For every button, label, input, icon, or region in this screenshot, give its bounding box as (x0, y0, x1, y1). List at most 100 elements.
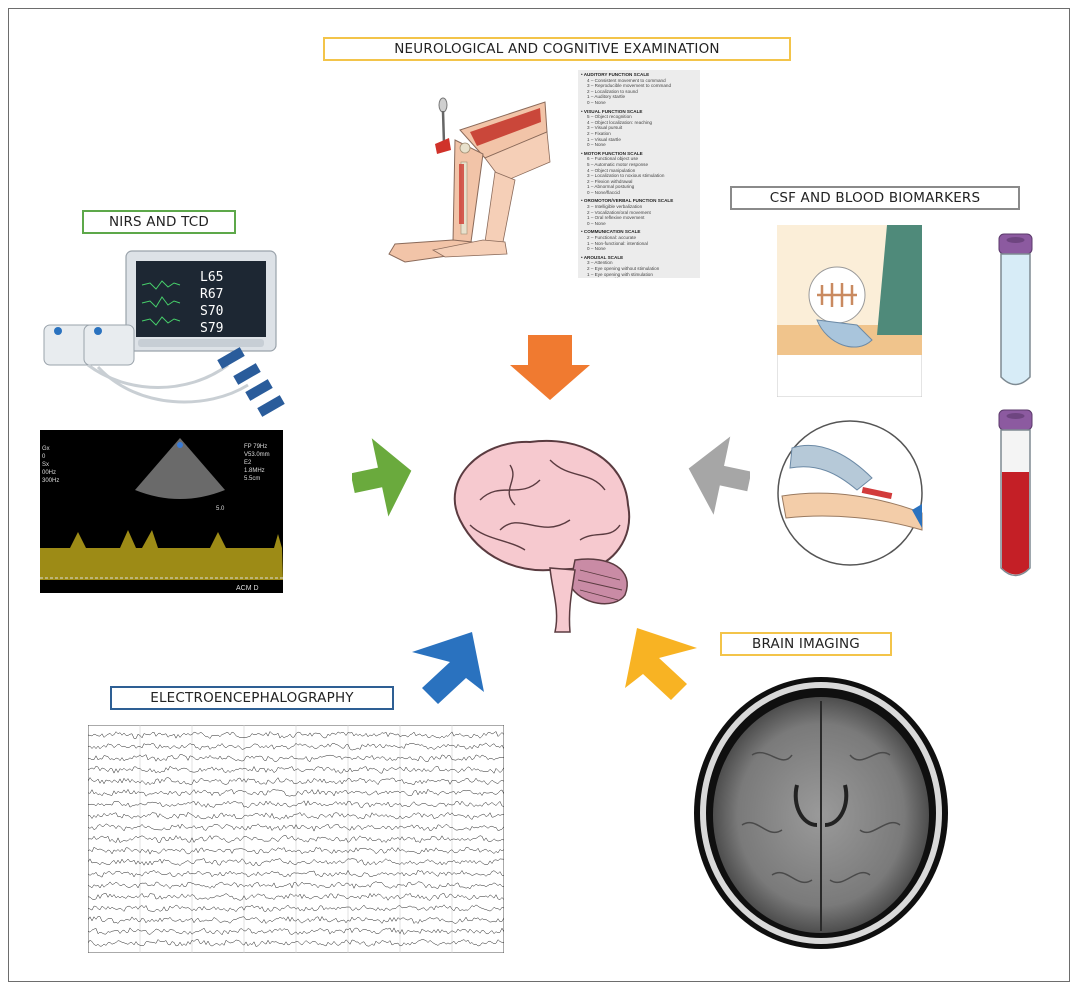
csf-tube-body (1000, 253, 1031, 386)
tcd-readout-0: FP 79Hz (244, 444, 267, 450)
monitor-screen (136, 261, 266, 337)
blood-test-tube (998, 409, 1033, 577)
second-shin (484, 171, 516, 243)
eeg-channel-trace (88, 858, 504, 867)
eeg-channel-trace (88, 869, 504, 878)
monitor-readout-s2: S79 (200, 321, 223, 336)
mri-lateral-ventricles (793, 784, 849, 827)
scale-title: • AUDITORY FUNCTION SCALE (581, 72, 650, 77)
scale-item: 5 – Object recognition (587, 114, 632, 120)
scale-item: 3 – Attention (587, 260, 613, 266)
cerebrum (453, 439, 631, 572)
venipuncture-illustration (777, 420, 923, 566)
eeg-channel-trace (88, 765, 504, 774)
scale-item: 1 – Eye opening with stimulation (587, 271, 653, 277)
nirs-sensor-2 (233, 363, 261, 385)
monitor-readout-s1: S70 (200, 304, 223, 319)
nirs-trace-1 (141, 280, 181, 290)
nirs-trace-3 (141, 316, 181, 326)
reflex-hammer-head (438, 97, 448, 113)
scale-item: 3 – Intelligible verbalization (587, 204, 643, 210)
arrow-neuro-to-brain (510, 335, 590, 400)
tcd-readout-3: 1.8MHz (244, 468, 265, 474)
tcd-scale-value: 5.0 (216, 506, 225, 512)
arrow-orange (510, 335, 590, 400)
csf-blood-label: CSF AND BLOOD BIOMARKERS (730, 186, 1020, 210)
scale-item: 0 – None/flaccid (587, 189, 620, 195)
lumbar-puncture-illustration (777, 225, 922, 397)
scale-item: 1 – Oral reflexive movement (587, 215, 645, 221)
eeg-channel-trace (88, 777, 504, 786)
scale-item: 4 – Object manipulation (587, 167, 636, 173)
reflex-hammer-leg-illustration (388, 97, 551, 263)
eeg-channel-trace (88, 788, 504, 797)
eeg-channel-trace (88, 835, 504, 844)
module-led-2 (94, 327, 102, 335)
eeg-channel-trace (88, 823, 504, 832)
tcd-left-readout-1: 0 (42, 454, 46, 460)
scale-item: 0 – None (587, 142, 606, 148)
eeg-channel-trace (88, 881, 504, 890)
scale-item: 5 – Automatic motor response (587, 161, 649, 167)
arrow-imaging-to-brain (625, 628, 697, 700)
cerebellum (569, 558, 628, 605)
brain-mri-axial (694, 677, 948, 949)
mri-skull (700, 682, 942, 944)
sensor-cable-1 (87, 363, 229, 389)
eeg-recording (88, 725, 504, 953)
eeg-channel-trace (88, 892, 504, 901)
eeg-channel-trace (88, 731, 504, 739)
tcd-ultrasound-sector (135, 438, 225, 499)
cerebral-gyri (469, 459, 621, 551)
venipuncture-frame (777, 420, 923, 566)
scale-item: 2 – Localization to sound (587, 88, 638, 94)
tcd-readout-1: V53.0mm (244, 452, 270, 458)
arrow-blue (412, 632, 484, 704)
monitor-readout-r: R67 (200, 287, 223, 302)
scale-item: 0 – None (587, 246, 606, 252)
brainstem (549, 567, 576, 633)
arrow-eeg-to-brain (412, 632, 484, 704)
nirs-sensor-3 (245, 379, 273, 401)
mri-sulci (741, 751, 901, 883)
cerebellum-folia (577, 569, 623, 601)
arrow-biomarkers-to-brain (688, 436, 750, 515)
scale-item: 1 – Visual startle (587, 136, 621, 142)
quadriceps-muscle (470, 108, 541, 146)
tcd-probe-marker (177, 442, 183, 448)
scale-item: 4 – Object localization: reaching (587, 119, 653, 125)
eeg-channel-trace (88, 904, 504, 913)
scale-item: 3 – Reproducible movement to command (587, 83, 672, 89)
eeg-channel-traces (88, 731, 504, 947)
tibialis-muscle (459, 164, 464, 224)
scale-item: 6 – Functional object use (587, 156, 639, 162)
scale-item: 2 – Eye opening without stimulation (587, 266, 660, 271)
csf-cap-top (1006, 237, 1025, 243)
nirs-sensor-1 (217, 347, 245, 369)
scale-title: • VISUAL FUNCTION SCALE (581, 108, 643, 114)
csf-test-tube (998, 233, 1033, 386)
blood-collection-needle (861, 486, 893, 500)
lp-patient-gown (877, 225, 922, 335)
tcd-readout-4: 5.5cm (244, 476, 260, 482)
neuro-exam-label: NEUROLOGICAL AND COGNITIVE EXAMINATION (323, 37, 791, 61)
figure-frame (8, 8, 1070, 982)
scale-item: 0 – None (587, 220, 606, 226)
monitor-readout-l: L65 (200, 270, 223, 285)
scale-item: 3 – Visual pursuit (587, 125, 623, 131)
module-led-1 (54, 327, 62, 335)
eeg-channel-trace (88, 742, 504, 751)
scale-item: 2 – Functional: accurate (587, 235, 637, 241)
tcd-left-readout-4: 300Hz (42, 478, 59, 484)
monitor-button-bar (138, 339, 264, 347)
nirs-trace-2 (141, 296, 181, 308)
eeg-time-gridlines (139, 725, 453, 953)
sensor-cable-2 (96, 365, 249, 404)
scale-item: 0 – Unarousable (581, 277, 697, 278)
scale-item: 4 – Consistent movement to command (587, 77, 666, 83)
